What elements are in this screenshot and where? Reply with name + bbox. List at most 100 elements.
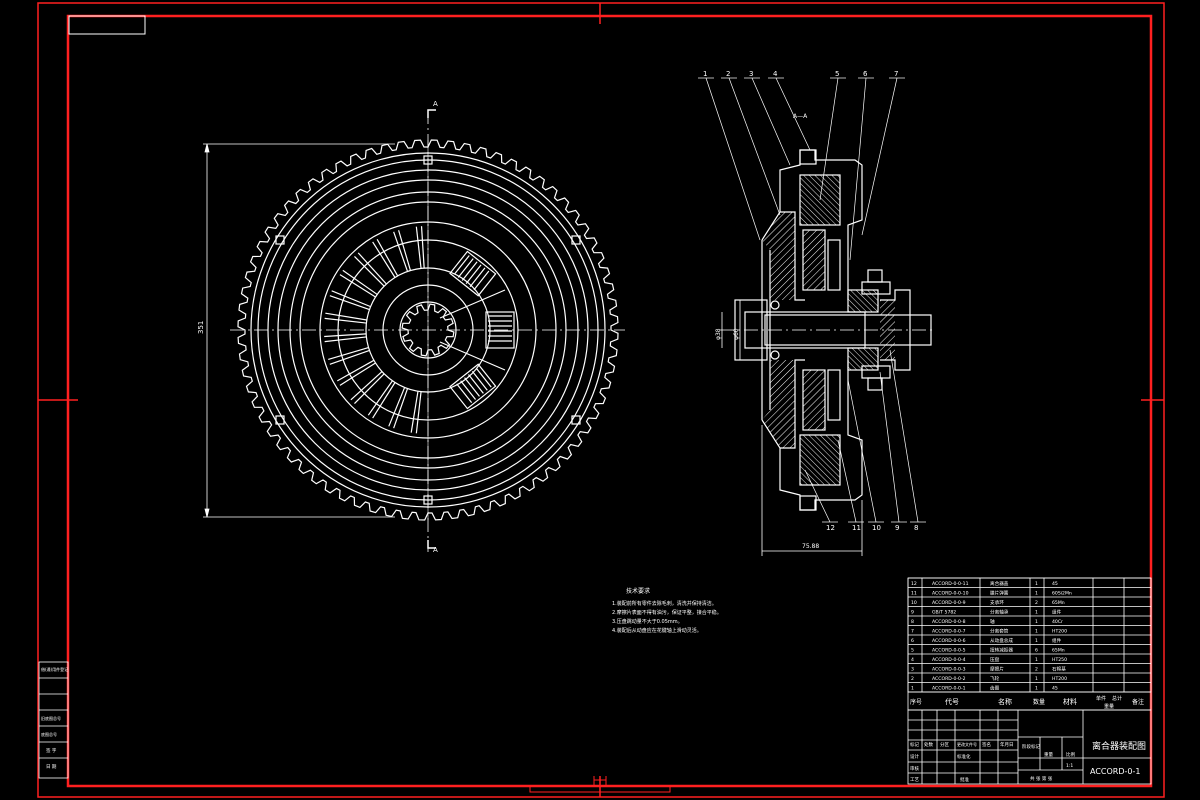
part-no: 10 — [911, 600, 917, 606]
part-no: 9 — [911, 610, 914, 616]
part-material: HT200 — [1052, 676, 1067, 682]
left-label-1: 借(通)用件登记 — [41, 666, 68, 672]
part-name: 齿圈 — [990, 686, 1000, 692]
spring-finger-edge — [331, 290, 371, 308]
side-dimensions — [721, 300, 863, 556]
damper-window-upper — [449, 250, 497, 297]
part-material: 65Mn — [1052, 648, 1065, 654]
section-view-label: A—A — [793, 113, 808, 120]
part-no: 4 — [911, 657, 914, 663]
balloon-6: 6 — [863, 70, 868, 78]
leader-bottom — [889, 349, 919, 523]
spring-finger-edge — [410, 391, 419, 433]
spring-finger-edge — [325, 312, 367, 321]
part-qty: 1 — [1035, 619, 1038, 625]
part-no: 7 — [911, 629, 914, 635]
balloon-3: 3 — [749, 70, 753, 78]
left-label-2: 旧底图总号 — [41, 715, 61, 721]
radius-leader — [439, 341, 506, 371]
tb-standardize: 标准化 — [957, 753, 971, 760]
part-material: 40Cr — [1052, 619, 1063, 625]
spring-finger — [339, 274, 376, 298]
part-code: ACCORD-0-0-7 — [932, 629, 966, 635]
leader-top — [775, 77, 811, 151]
spring-finger — [339, 362, 376, 386]
part-qty: 1 — [1035, 676, 1038, 682]
spring-finger — [415, 391, 422, 434]
tech-note-2: 2.摩擦片表面不得有油污，保证平整，接合平稳。 — [612, 609, 722, 616]
bolt-mark-4 — [275, 415, 285, 425]
tb-mark: 标记 — [910, 741, 919, 748]
part-name: 支承环 — [990, 599, 1004, 606]
part-material: 45 — [1052, 581, 1058, 587]
spring-finger — [324, 317, 367, 324]
bolt-mark-5 — [571, 415, 581, 425]
part-name: 扭转减振器 — [990, 647, 1013, 654]
left-margin-text: 借(通)用件登记 旧底图总号 底图总号 签 字 日 期 — [41, 666, 68, 770]
part-no: 3 — [911, 667, 914, 673]
tb-date: 年月日 — [1000, 741, 1014, 748]
left-label-4: 签 字 — [46, 747, 57, 754]
header-material: 材料 — [1063, 697, 1077, 706]
part-material: 45 — [1052, 686, 1058, 692]
tb-sheets: 共 张 第 张 — [1030, 775, 1053, 782]
drawing-number: ACCORD-0-1 — [1090, 767, 1140, 776]
leader-bottom — [804, 469, 831, 523]
spring-finger-edge — [342, 269, 378, 295]
part-material: HT250 — [1052, 657, 1067, 663]
spring-coil — [461, 261, 478, 281]
part-name: 分离套筒 — [990, 628, 1009, 635]
tb-process: 工艺 — [910, 777, 919, 783]
section-marker-top: A — [433, 100, 438, 108]
header-weight: 重量 — [1104, 703, 1114, 710]
part-name: 摩擦片 — [990, 666, 1004, 673]
header-name: 名称 — [998, 697, 1012, 706]
side-width-value: 75.88 — [802, 543, 819, 550]
part-name: 飞轮 — [990, 675, 1000, 682]
tech-notes-heading: 技术要求 — [626, 587, 650, 595]
shaft-d2-value: φ60 — [733, 328, 740, 340]
drawing-title: 离合器装配图 — [1092, 740, 1146, 752]
spring-finger-edge — [328, 346, 369, 360]
spring-finger — [415, 226, 422, 269]
header-w2: 总计 — [1112, 695, 1122, 702]
radius-leader — [439, 289, 506, 319]
part-code: ACCORD-0-0-4 — [932, 657, 966, 663]
spring-finger — [372, 241, 396, 278]
bolt-mark-2 — [275, 235, 285, 245]
part-qty: 1 — [1035, 591, 1038, 597]
left-margin-block — [38, 661, 69, 779]
tb-count: 处数 — [924, 741, 933, 748]
balloon-9: 9 — [895, 524, 899, 532]
spring-coil — [457, 258, 474, 278]
spring-coil — [464, 377, 480, 397]
part-qty: 6 — [1035, 648, 1038, 654]
part-code: ACCORD-0-0-5 — [932, 648, 966, 654]
tb-designer: 设计 — [910, 753, 919, 760]
part-code: ACCORD-0-0-8 — [932, 619, 966, 625]
part-qty: 1 — [1035, 581, 1038, 587]
spring-coil — [475, 367, 492, 388]
leader-top — [705, 77, 761, 241]
window-frame — [449, 250, 497, 297]
spring-finger — [393, 231, 409, 272]
part-code: GB/T 5782 — [932, 610, 956, 616]
part-name: 从动盘总成 — [990, 637, 1013, 644]
part-name: 轴 — [990, 618, 995, 625]
part-no: 6 — [911, 638, 914, 644]
tb-change-doc: 更改文件号 — [957, 741, 977, 747]
spring-coil — [468, 374, 484, 394]
spring-coil — [460, 380, 477, 400]
ring-gear-teeth — [237, 139, 619, 521]
balloon-12: 12 — [826, 524, 835, 532]
spring-coil — [453, 255, 470, 275]
header-no: 序号 — [910, 698, 922, 706]
